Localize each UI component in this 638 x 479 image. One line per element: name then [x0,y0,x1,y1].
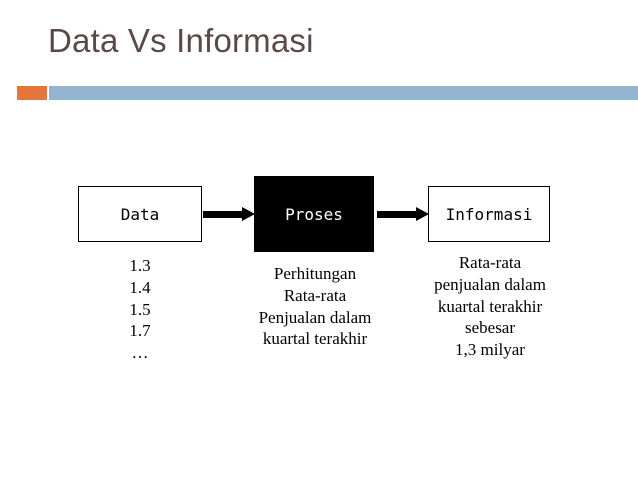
arrow-shaft [203,211,243,218]
diagram-node-data-label: Data [120,204,160,224]
diagram-caption-data: 1.3 1.4 1.5 1.7 … [129,256,151,362]
arrow-head [242,207,255,221]
page-title: Data Vs Informasi [48,22,314,59]
diagram-node-informasi: Informasi [428,186,550,242]
diagram-caption-proses: Perhitungan Rata-rata Penjualan dalam ku… [258,264,372,349]
arrow-data-to-proses [203,207,255,221]
arrow-head [416,207,429,221]
diagram-node-proses: Proses [254,176,374,252]
diagram-caption-informasi: Rata-rata penjualan dalam kuartal terakh… [434,253,546,359]
title-divider [0,86,638,100]
title-divider-accent [17,86,47,100]
diagram-node-proses-label: Proses [285,204,343,224]
title-divider-bar [49,86,638,100]
diagram-node-informasi-label: Informasi [445,204,533,224]
flow-diagram: Data Proses Informasi 1.3 1.4 1.5 1.7 … … [0,100,638,479]
arrow-shaft [377,211,417,218]
diagram-node-data: Data [78,186,202,242]
arrow-proses-to-informasi [377,207,429,221]
